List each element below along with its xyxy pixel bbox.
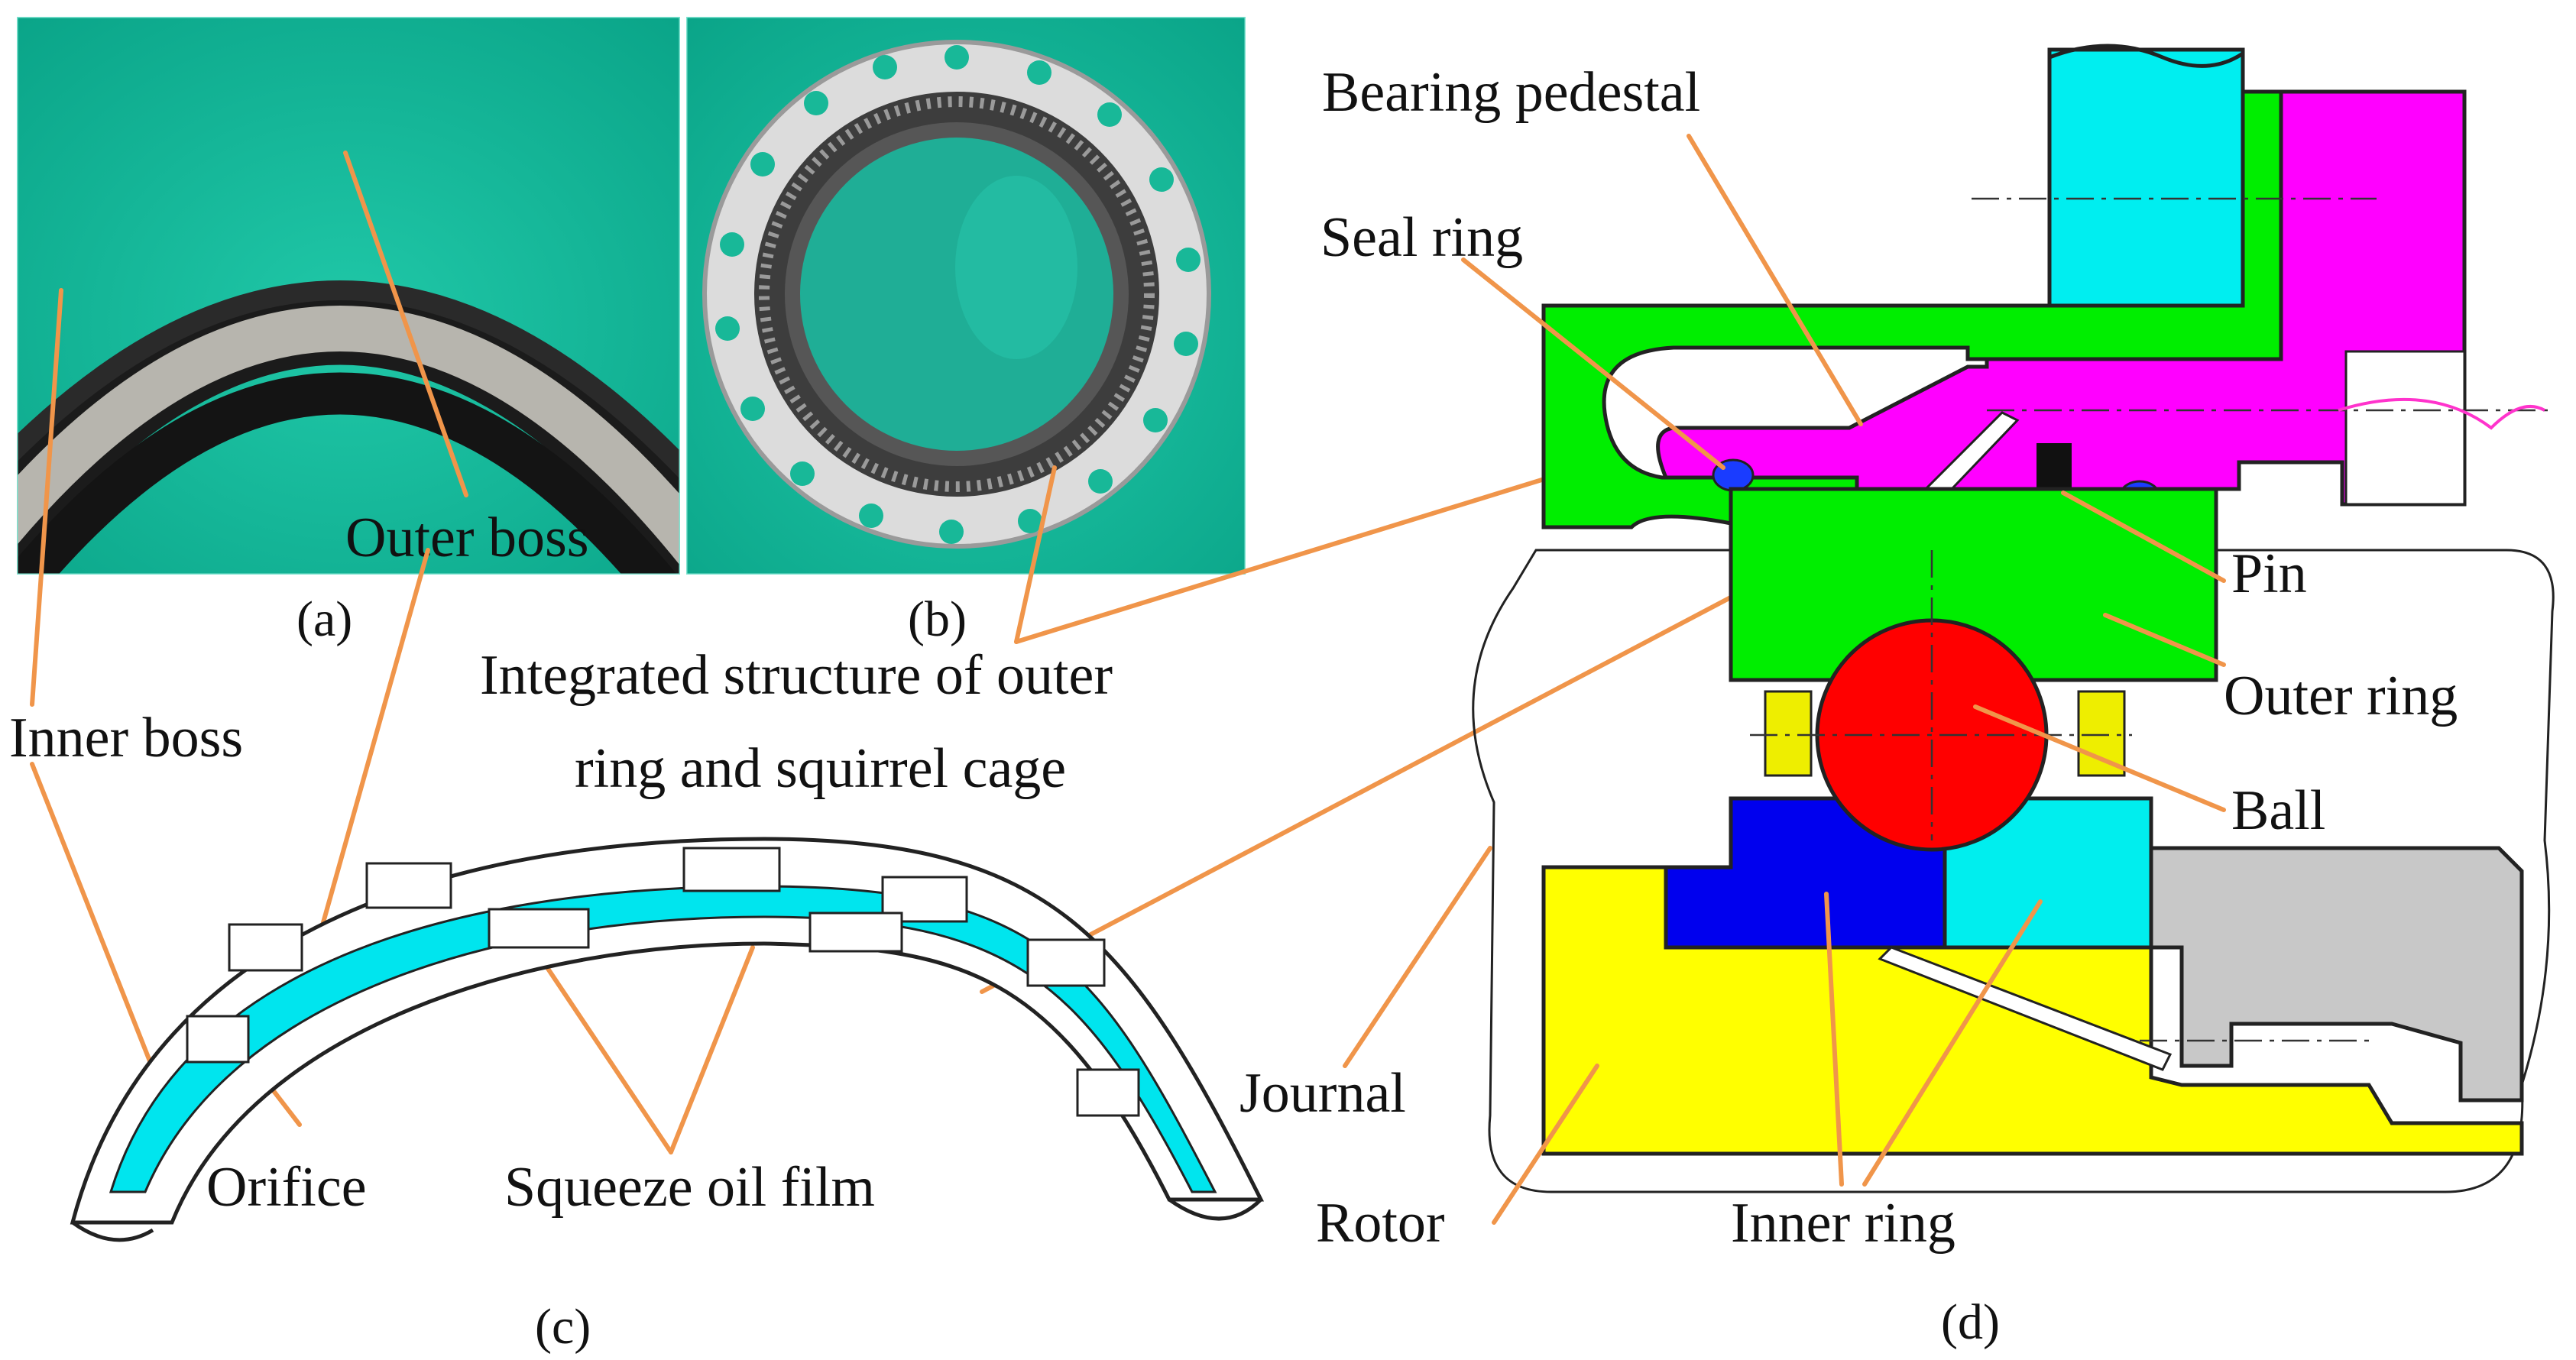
- inner-bosses: [186, 908, 1140, 1117]
- gray-part: [2149, 846, 2524, 1103]
- label-rotor: Rotor: [1316, 1192, 1445, 1255]
- label-orifice: Orifice: [206, 1156, 367, 1219]
- label-pin: Pin: [2231, 542, 2307, 605]
- caption-b: (b): [908, 591, 967, 647]
- flange-holes: [715, 45, 1201, 544]
- label-inner-ring: Inner ring: [1731, 1192, 1955, 1255]
- label-bearing-pedestal: Bearing pedestal: [1322, 61, 1700, 124]
- photo-b: [686, 17, 1246, 575]
- leader-lines-right: [1343, 134, 2226, 1225]
- bearing-assembly-diagram: [1472, 44, 2555, 1193]
- outer-bosses: [228, 847, 1106, 987]
- caption-a: (a): [296, 591, 352, 647]
- label-journal: Journal: [1239, 1062, 1406, 1125]
- caption-d: (d): [1941, 1294, 2000, 1350]
- cage-right: [2077, 690, 2126, 777]
- shaft-block: [2047, 47, 2245, 308]
- label-integrated-line2: ring and squirrel cage: [575, 737, 1066, 800]
- label-squeeze-oil-film: Squeeze oil film: [504, 1156, 875, 1219]
- label-outer-boss: Outer boss: [345, 507, 589, 569]
- caption-c: (c): [535, 1299, 591, 1355]
- label-ball: Ball: [2231, 779, 2325, 842]
- cage-arc-diagram: [70, 837, 1265, 1242]
- bearing-pedestal-part: [1656, 89, 2467, 507]
- cage-left: [1764, 690, 1813, 777]
- label-seal-ring: Seal ring: [1320, 206, 1523, 269]
- journal-outline: [1472, 549, 2555, 1193]
- label-inner-boss: Inner boss: [9, 707, 243, 769]
- label-outer-ring: Outer ring: [2224, 665, 2458, 727]
- label-integrated-line1: Integrated structure of outer: [480, 644, 1113, 707]
